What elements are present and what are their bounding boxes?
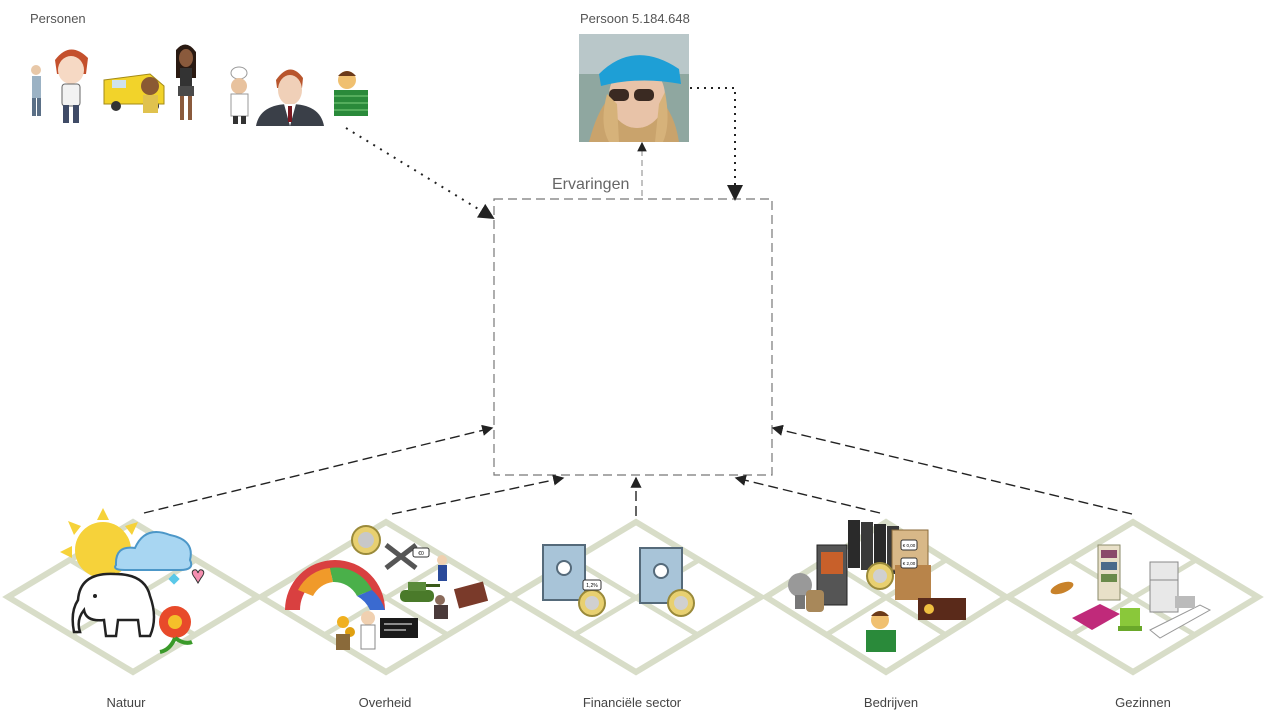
police-icon <box>437 555 447 581</box>
overheid-tile: €0 <box>255 518 517 676</box>
person-photo <box>579 34 689 142</box>
businessman-figure <box>256 69 324 126</box>
sunflowers-icon <box>336 616 355 650</box>
elephant-icon <box>71 572 156 638</box>
caption-natuur: Natuur <box>106 695 146 710</box>
caption-bedrijven: Bedrijven <box>863 695 919 710</box>
price-tag-a: € 0,00 <box>900 539 918 551</box>
personen-label: Personen <box>30 11 86 26</box>
price-tag-b: € 2,00 <box>900 557 918 569</box>
svg-text:€0: €0 <box>418 551 424 557</box>
euro-tag: €0 <box>412 547 430 558</box>
financiele-tile: 1,2% <box>505 518 767 676</box>
bedrijven-tile: € 0,00 € 2,00 <box>760 518 1012 676</box>
anime-boy-figure <box>55 49 88 123</box>
fridge-icon <box>1149 561 1179 613</box>
shop-sign-icon <box>918 598 966 620</box>
cloud-icon <box>114 531 193 571</box>
ervaringen-label: Ervaringen <box>552 176 630 193</box>
gezinnen-tile <box>1002 518 1264 676</box>
merchant-figure <box>334 71 368 116</box>
bed-icon <box>1072 604 1120 630</box>
old-man-figure <box>31 65 41 116</box>
kitchen-counter-icon <box>1149 596 1212 639</box>
arrow-gezinnen <box>771 424 1133 515</box>
merchant-icon-bedrijven <box>866 611 896 652</box>
books-icon <box>453 581 489 609</box>
woman-figure <box>176 44 196 120</box>
safe-icon <box>542 544 586 601</box>
svg-text:1,2%: 1,2% <box>586 583 598 589</box>
yellow-van-figure <box>103 73 165 113</box>
coin-icon <box>351 525 381 555</box>
ervaringen-box <box>493 198 773 476</box>
coin-icon-bedrijven <box>866 562 894 590</box>
arrow-personen <box>345 127 495 220</box>
rate-tag: 1,2% <box>582 579 602 591</box>
parliament-icon <box>285 560 385 610</box>
svg-text:€ 2,00: € 2,00 <box>903 561 916 566</box>
svg-text:€ 0,00: € 0,00 <box>903 543 916 548</box>
person-bag-icon <box>434 595 448 619</box>
persons-group <box>31 44 368 126</box>
bookshelf-icon <box>1097 544 1121 601</box>
arrow-natuur <box>143 424 494 514</box>
arrow-bedrijven <box>734 474 881 514</box>
persoon-label: Persoon 5.184.648 <box>580 11 690 26</box>
arrow-overheid <box>391 474 565 515</box>
caption-gezinnen: Gezinnen <box>1115 695 1171 710</box>
chef-figure <box>230 66 249 124</box>
butterfly-icon <box>168 573 180 585</box>
nurse-icon <box>360 611 376 650</box>
chalkboard-icon <box>380 618 418 638</box>
chair-icon <box>1118 608 1142 631</box>
heart-icon <box>191 569 205 584</box>
swords-icon <box>384 543 418 570</box>
flour-sack-icon <box>806 590 824 612</box>
tank-icon <box>400 582 440 602</box>
euro-coin-icon <box>578 589 606 617</box>
flower-icon <box>159 606 193 654</box>
bread-icon <box>1050 581 1074 595</box>
bread-display-icon <box>891 529 931 600</box>
caption-financiele-sector: Financiële sector <box>582 695 682 710</box>
arrow-persoon-to-ervaringen <box>690 87 743 201</box>
caption-overheid: Overheid <box>358 695 412 710</box>
mixer-icon <box>788 573 812 609</box>
safe-icon-2 <box>639 547 683 604</box>
euro-coin-icon-2 <box>667 589 695 617</box>
natuur-tile <box>2 508 264 676</box>
